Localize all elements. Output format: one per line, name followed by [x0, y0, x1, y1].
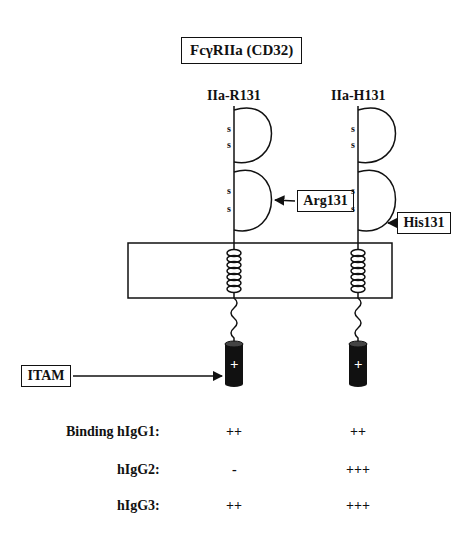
callout-box: Arg131 — [297, 190, 354, 212]
title: FcγRIIa (CD32) — [181, 37, 302, 64]
receptor-r131 — [227, 106, 272, 342]
callout-box: His131 — [397, 212, 451, 234]
leader-arrow — [275, 200, 295, 201]
receptor-name: IIa-H131 — [331, 88, 385, 103]
charge-sign: + — [354, 356, 363, 373]
binding-score: - — [232, 462, 237, 477]
disulfide-mark: s — [351, 185, 355, 196]
row-label: hIgG2: — [117, 462, 160, 477]
callout-text: His131 — [398, 215, 450, 230]
disulfide-mark: s — [351, 203, 355, 214]
callout-text: ITAM — [22, 368, 70, 383]
receptor-h131 — [351, 106, 396, 342]
binding-score: +++ — [346, 498, 370, 513]
disulfide-mark: s — [227, 123, 231, 134]
binding-score: ++ — [226, 498, 242, 513]
callout-text: Arg131 — [298, 193, 353, 208]
disulfide-mark: s — [351, 123, 355, 134]
membrane — [128, 243, 392, 298]
binding-score: ++ — [226, 424, 242, 439]
row-label: hIgG3: — [117, 498, 160, 513]
disulfide-mark: s — [227, 203, 231, 214]
callout-box: ITAM — [21, 365, 71, 387]
disulfide-mark: s — [351, 139, 355, 150]
binding-score: +++ — [346, 462, 370, 477]
row-label: Binding hIgG1: — [66, 424, 160, 439]
itam-cylinder — [349, 341, 367, 387]
itam-cylinder — [225, 341, 243, 387]
binding-score: ++ — [350, 424, 366, 439]
charge-sign: + — [230, 356, 239, 373]
leader-arrow — [388, 222, 395, 224]
leader-arrow — [73, 375, 222, 377]
disulfide-mark: s — [227, 139, 231, 150]
disulfide-mark: s — [227, 185, 231, 196]
receptor-name: IIa-R131 — [207, 88, 261, 103]
